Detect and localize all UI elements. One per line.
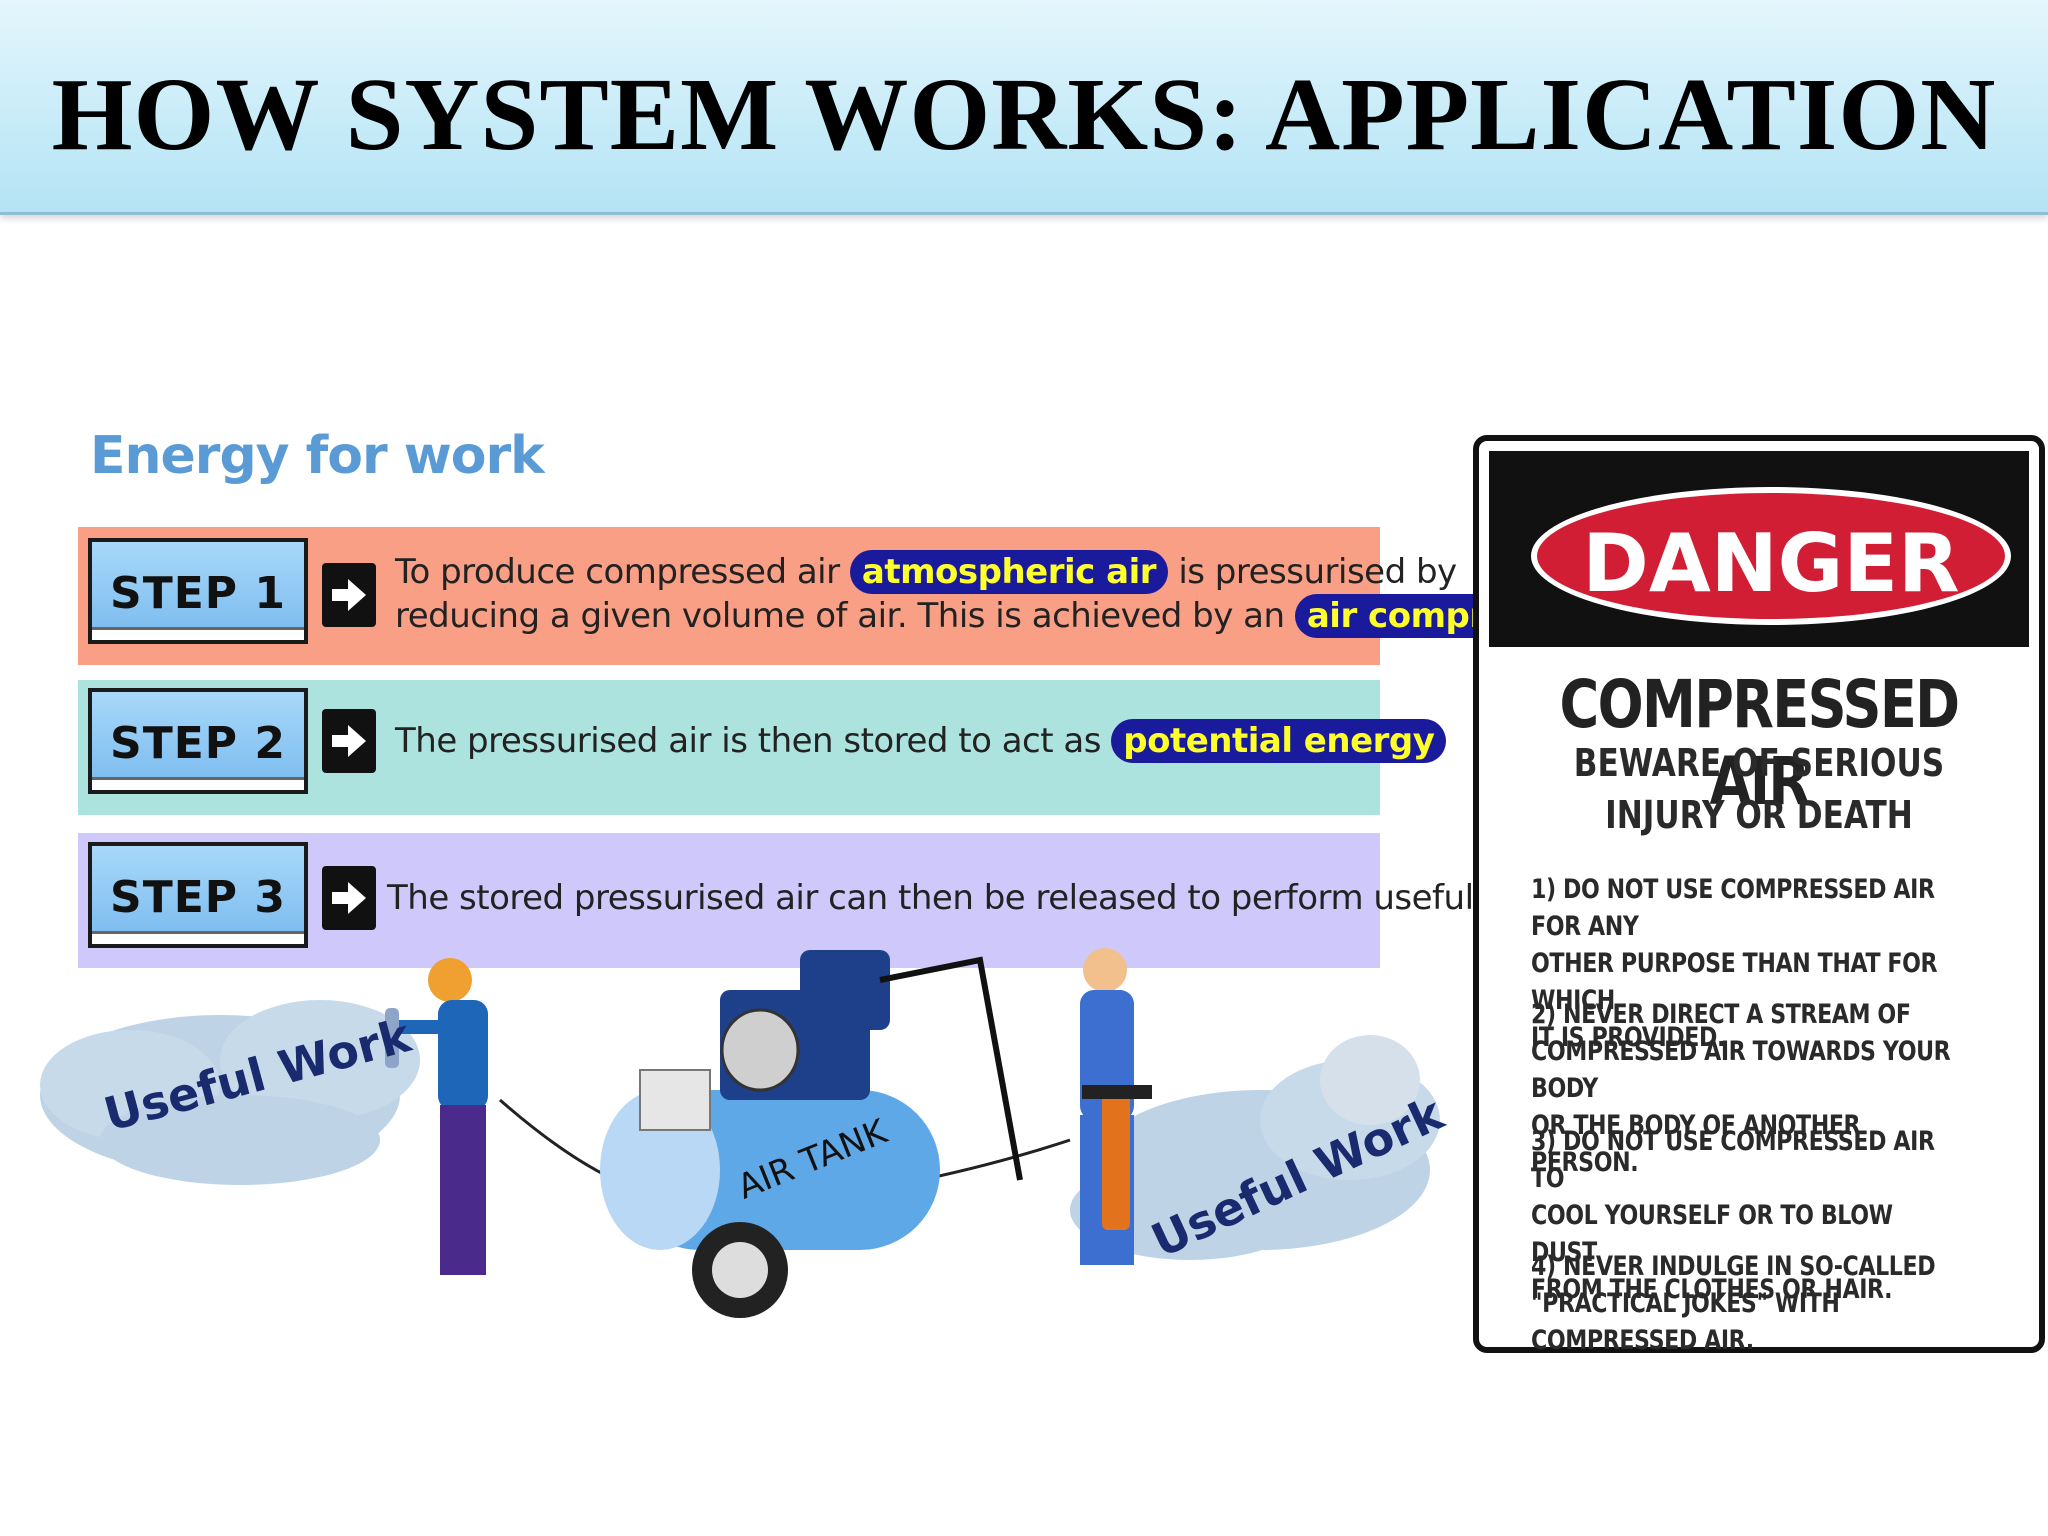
danger-oval: DANGER	[1531, 487, 2011, 625]
worker-jackhammer	[1080, 948, 1152, 1265]
sign-warning-line2: INJURY OR DEATH	[1605, 793, 1913, 837]
arrow-right-icon	[322, 563, 376, 627]
step3-box: STEP 3	[88, 842, 308, 948]
step1-label: STEP 1	[110, 568, 286, 619]
step1-line2: reducing a given volume of air. This is …	[395, 594, 1599, 638]
step3-label: STEP 3	[110, 872, 286, 923]
slide-header: HOW SYSTEM WORKS: APPLICATION	[0, 0, 2048, 215]
sign-heading: COMPRESSED AIR	[1559, 666, 1961, 820]
step1-box: STEP 1	[88, 538, 308, 644]
step2-box: STEP 2	[88, 688, 308, 794]
cloud-left	[40, 1000, 420, 1185]
arrow-right-icon	[322, 709, 376, 773]
danger-label: DANGER	[1582, 517, 1960, 610]
worker-spray	[385, 958, 488, 1275]
danger-sign: DANGER COMPRESSED AIR BEWARE OF SERIOUS …	[1473, 435, 2045, 1356]
sign-warning-line1: BEWARE OF SERIOUS	[1573, 741, 1945, 785]
step3-text: The stored pressurised air can then be r…	[387, 878, 1565, 918]
highlight-atmospheric-air: atmospheric air	[849, 550, 1169, 594]
step2-text: The pressurised air is then stored to ac…	[395, 719, 1447, 763]
air-tank: AIR TANK	[600, 950, 1023, 1318]
compressed-air-illustration: AIR TANK	[40, 948, 1440, 1318]
step2-label: STEP 2	[110, 718, 286, 769]
step1-line1: To produce compressed air atmospheric ai…	[395, 550, 1457, 594]
sign-rule-4: 4) NEVER INDULGE IN SO-CALLED"PRACTICAL …	[1531, 1251, 1936, 1356]
sign-banner: DANGER	[1489, 451, 2029, 647]
diagram-subtitle: Energy for work	[90, 426, 545, 486]
slide-title: HOW SYSTEM WORKS: APPLICATION	[51, 57, 1997, 172]
highlight-potential-energy: potential energy	[1111, 719, 1447, 763]
arrow-right-icon	[322, 866, 376, 930]
